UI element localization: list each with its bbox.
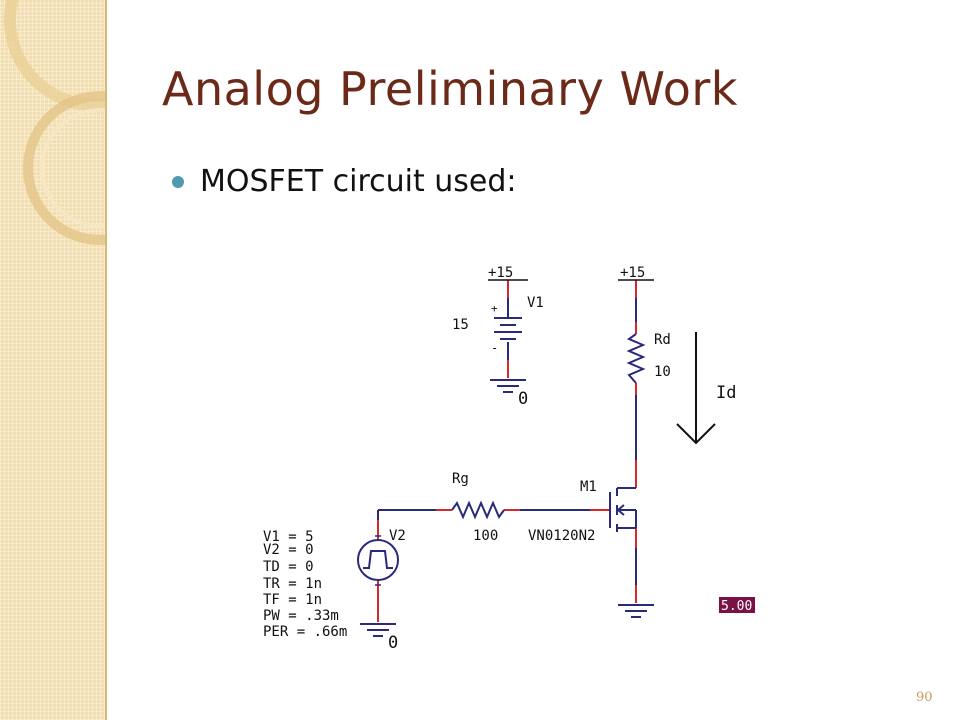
pulse-param: V2 = 0 bbox=[263, 542, 314, 558]
ground-bottom-label: 0 bbox=[388, 633, 398, 653]
voltage-marker: 5.00 bbox=[721, 599, 752, 614]
pulse-source-v2-icon bbox=[357, 535, 399, 586]
supply-left-label: +15 bbox=[488, 265, 513, 281]
rd-value: 10 bbox=[654, 364, 671, 380]
rg-resistor-icon bbox=[451, 500, 505, 520]
pulse-param: V1 = 5 bbox=[263, 529, 314, 545]
voltage-marker-box bbox=[719, 597, 755, 613]
schematic-wires bbox=[377, 298, 637, 610]
v1-value: 15 bbox=[452, 317, 469, 333]
supply-right-label: +15 bbox=[620, 265, 645, 281]
ground-top-icon bbox=[490, 379, 526, 393]
schematic-pins bbox=[377, 280, 637, 622]
rd-name: Rd bbox=[654, 332, 671, 348]
pulse-param: TF = 1n bbox=[263, 592, 322, 608]
current-label: Id bbox=[716, 383, 736, 403]
battery-v1-icon bbox=[494, 317, 522, 340]
pulse-param: TR = 1n bbox=[263, 576, 322, 592]
mosfet-model: VN0120N2 bbox=[528, 528, 595, 544]
page-number: 90 bbox=[916, 690, 933, 705]
mosfet-m1-icon bbox=[609, 487, 637, 532]
pulse-param: PER = .66m bbox=[263, 624, 347, 640]
battery-plus: + bbox=[491, 302, 498, 315]
slide-title: Analog Preliminary Work bbox=[162, 62, 738, 116]
decorative-sidebar bbox=[0, 0, 107, 720]
v1-name: V1 bbox=[527, 295, 544, 311]
pulse-param: PW = .33m bbox=[263, 608, 339, 624]
ground-top-label: 0 bbox=[518, 389, 528, 409]
rg-name: Rg bbox=[452, 471, 469, 487]
ground-source-icon bbox=[618, 604, 654, 618]
mosfet-name: M1 bbox=[580, 479, 597, 495]
rd-resistor-icon bbox=[626, 333, 646, 384]
v2-name: V2 bbox=[389, 528, 406, 544]
pulse-param: TD = 0 bbox=[263, 559, 314, 575]
bullet-dot-icon bbox=[172, 175, 184, 188]
pulse-params: V1 = 5 V2 = 0 TD = 0 TR = 1n TF = 1n PW … bbox=[263, 529, 347, 640]
bullet-text: MOSFET circuit used: bbox=[200, 164, 517, 199]
sidebar-rings-decoration bbox=[4, 0, 105, 245]
ground-bottom-left-icon bbox=[360, 623, 396, 637]
bullet-item: MOSFET circuit used: bbox=[172, 164, 517, 199]
rg-value: 100 bbox=[473, 528, 498, 544]
current-arrow-icon bbox=[676, 332, 716, 445]
battery-minus: - bbox=[491, 341, 498, 355]
